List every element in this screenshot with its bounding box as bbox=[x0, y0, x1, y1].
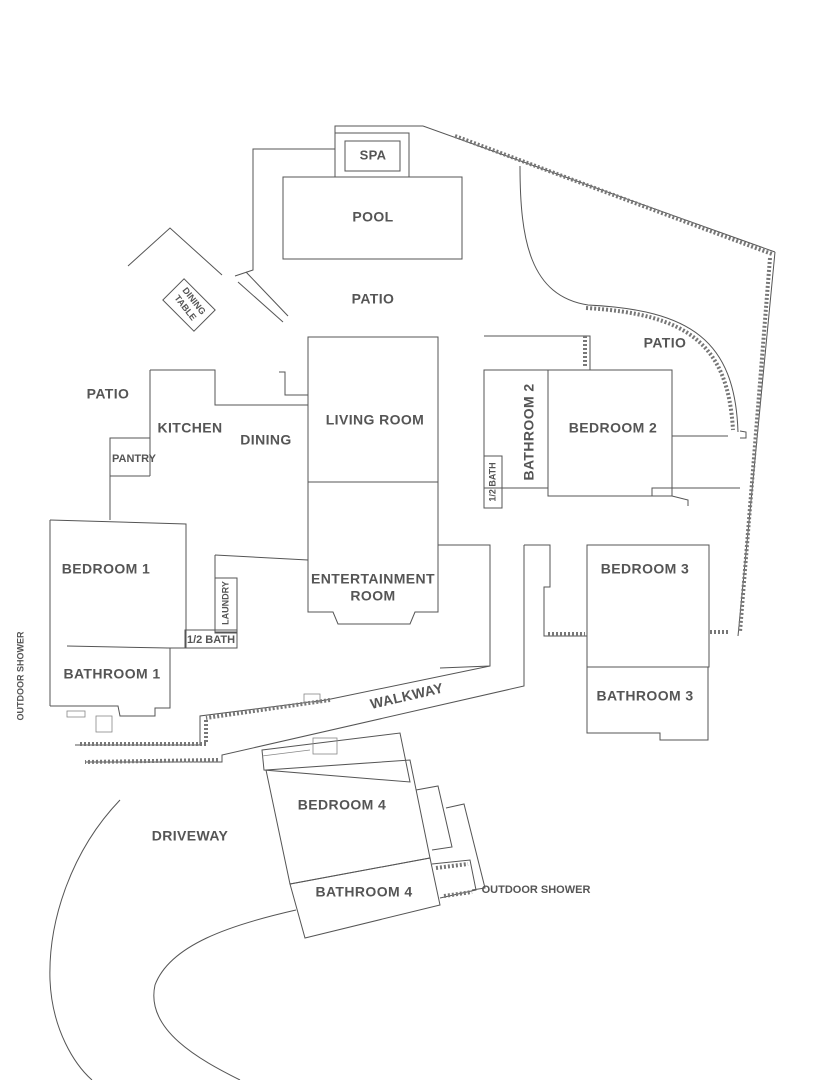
bathroom-4-room bbox=[289, 857, 441, 939]
label-pool: POOL bbox=[352, 209, 393, 225]
label-spa: SPA bbox=[360, 147, 387, 162]
laundry-room bbox=[214, 577, 238, 634]
dining-table-shape[interactable] bbox=[162, 278, 216, 332]
label-patio-main: PATIO bbox=[352, 291, 395, 307]
bedroom-3-room bbox=[586, 544, 710, 668]
label-laundry: LAUNDRY bbox=[220, 581, 230, 625]
label-dining: DINING bbox=[240, 432, 291, 448]
label-bedroom-2: BEDROOM 2 bbox=[569, 420, 657, 436]
label-bedroom-1: BEDROOM 1 bbox=[62, 561, 150, 577]
main-house-walls bbox=[49, 336, 491, 733]
label-bedroom-3: BEDROOM 3 bbox=[601, 561, 689, 577]
living-room-walls bbox=[307, 336, 439, 483]
driveway-curves bbox=[49, 799, 297, 1080]
label-patio-left: PATIO bbox=[87, 386, 130, 402]
half-bath-1-room bbox=[184, 629, 238, 649]
bedroom-4-cottage bbox=[261, 732, 486, 939]
half-bath-2-room bbox=[483, 455, 503, 509]
label-outdoor-shower-right: OUTDOOR SHOWER bbox=[482, 884, 591, 896]
label-dining-table: DININGTABLE bbox=[172, 286, 208, 324]
label-living-room: LIVING ROOM bbox=[326, 412, 425, 428]
pool[interactable] bbox=[282, 176, 463, 260]
label-driveway: DRIVEWAY bbox=[152, 828, 229, 844]
bedroom-3-wing bbox=[524, 544, 730, 741]
label-bedroom-4: BEDROOM 4 bbox=[298, 797, 386, 813]
label-half-bath-2: 1/2 BATH bbox=[487, 462, 497, 501]
boundary-wall bbox=[422, 125, 776, 637]
label-half-bath-1: 1/2 BATH bbox=[187, 634, 235, 646]
spa-inner bbox=[344, 140, 401, 172]
bedroom-4-room bbox=[265, 759, 431, 885]
bedroom-2-room bbox=[547, 369, 673, 497]
label-bathroom-1: BATHROOM 1 bbox=[63, 666, 160, 682]
label-outdoor-shower-left: OUTDOOR SHOWER bbox=[15, 631, 25, 720]
label-bathroom-4: BATHROOM 4 bbox=[315, 884, 412, 900]
label-entertainment-line1: ENTERTAINMENT bbox=[311, 571, 435, 587]
bedroom-2-wing bbox=[483, 335, 740, 509]
label-kitchen: KITCHEN bbox=[157, 420, 222, 436]
label-bathroom-2: BATHROOM 2 bbox=[521, 383, 537, 480]
label-bathroom-3: BATHROOM 3 bbox=[596, 688, 693, 704]
label-patio-right: PATIO bbox=[644, 335, 687, 351]
walkway-path bbox=[75, 545, 525, 764]
label-pantry: PANTRY bbox=[112, 453, 157, 465]
room-labels: SPA POOL PATIO DININGTABLE PATIO KITCHEN… bbox=[15, 147, 693, 899]
label-entertainment-line2: ROOM bbox=[350, 588, 395, 604]
pool-area-outline bbox=[127, 125, 463, 332]
